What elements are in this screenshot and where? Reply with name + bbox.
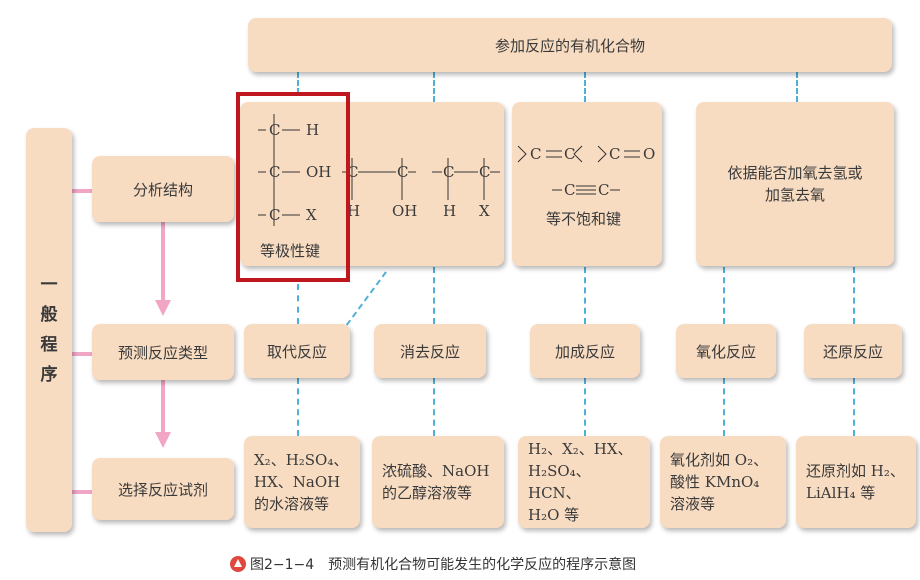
structure-box-polar: C C C H OH X 等极性键 C C C C H OH H X [240, 102, 504, 266]
carbon-atom: C [347, 163, 359, 181]
pair1-oh: OH [392, 202, 418, 220]
reagent-line: 浓硫酸、NaOH [382, 462, 490, 480]
carbon-atom: C [564, 181, 576, 199]
structure-box-unsaturated: C C C O C C 等不饱和键 [512, 102, 662, 266]
triangle-badge-icon [230, 556, 246, 572]
dashed-diagonal [345, 271, 387, 327]
unsaturated-bond-label: 等不饱和键 [546, 210, 622, 228]
side-char: 序 [40, 365, 58, 385]
reagent-substitution: X₂、H₂SO₄、 HX、NaOH 的水溶液等 [244, 436, 360, 528]
reagent-line: 溶液等 [670, 495, 716, 513]
dashed-connector [584, 378, 586, 436]
polar-bond-diagram [258, 114, 500, 226]
side-char: 般 [40, 305, 58, 325]
unsaturated-bond-diagram [517, 145, 640, 195]
dashed-connector [723, 267, 725, 324]
pair1-h: H [347, 202, 361, 220]
reaction-oxidation: 氧化反应 [676, 324, 776, 378]
reaction-label: 消去反应 [399, 342, 460, 361]
reagent-line: HX、NaOH [254, 473, 341, 491]
bond-group-x: X [306, 206, 317, 224]
reagent-line: H₂、X₂、HX、 [528, 440, 633, 458]
dashed-connector [796, 72, 798, 102]
reaction-label: 取代反应 [266, 342, 327, 361]
connector-line [161, 380, 165, 434]
carbon-atom: C [479, 163, 491, 181]
polar-bond-label: 等极性键 [260, 242, 321, 260]
carbon-atom: C [397, 163, 409, 181]
carbon-atom: C [269, 206, 281, 224]
dashed-connector [853, 267, 855, 324]
step-label: 分析结构 [132, 180, 193, 199]
connector-line [70, 189, 94, 193]
dashed-connector [584, 72, 586, 102]
dashed-connector [853, 378, 855, 436]
step-predict-reaction: 预测反应类型 [92, 324, 234, 380]
redox-label: 依据能否加氧去氢或加氢去氧 [727, 164, 863, 204]
carbon-atom: C [269, 121, 281, 139]
step-analyze-structure: 分析结构 [92, 156, 234, 222]
side-char: 一 [40, 275, 58, 295]
dashed-connector [297, 284, 299, 324]
reaction-label: 加成反应 [554, 342, 615, 361]
figure-caption: 图2−1−4 预测有机化合物可能发生的化学反应的程序示意图 [230, 554, 636, 574]
reaction-substitution: 取代反应 [244, 324, 350, 378]
bond-group-oh: OH [306, 163, 332, 181]
reagent-line: H₂O 等 [528, 506, 580, 524]
carbon-atom: C [530, 145, 542, 163]
reagent-addition: H₂、X₂、HX、 H₂SO₄、HCN、 H₂O 等 [518, 436, 650, 528]
reagent-line: 酸性 KMnO₄ [670, 473, 760, 491]
reaction-reduction: 还原反应 [804, 324, 902, 378]
carbon-atom: C [609, 145, 621, 163]
pair2-x: X [479, 202, 490, 220]
dashed-connector [433, 72, 435, 102]
connector-line [161, 222, 165, 302]
reaction-label: 还原反应 [822, 342, 883, 361]
reagent-line: 还原剂如 H₂、 [806, 462, 905, 480]
carbon-atom: C [443, 163, 455, 181]
down-arrow-icon [155, 300, 171, 316]
pair2-h: H [443, 202, 457, 220]
reagent-line: 的乙醇溶液等 [382, 484, 473, 502]
caption-text: 图2−1−4 预测有机化合物可能发生的化学反应的程序示意图 [250, 557, 637, 573]
reaction-label: 氧化反应 [695, 342, 756, 361]
step-select-reagent: 选择反应试剂 [92, 458, 234, 520]
connector-line [70, 490, 94, 494]
structure-box-redox: 依据能否加氧去氢或加氢去氧 [696, 102, 894, 266]
side-char: 程 [40, 335, 58, 355]
dashed-connector [433, 378, 435, 436]
connector-line [70, 352, 94, 356]
oxygen-atom: O [643, 145, 656, 163]
reaction-addition: 加成反应 [530, 324, 640, 378]
bond-group-h: H [306, 121, 320, 139]
step-label: 选择反应试剂 [117, 480, 208, 499]
dashed-connector [297, 378, 299, 436]
reagent-elimination: 浓硫酸、NaOH 的乙醇溶液等 [372, 436, 504, 528]
carbon-atom: C [269, 163, 281, 181]
dashed-connector [584, 267, 586, 324]
carbon-atom: C [598, 181, 610, 199]
step-label: 预测反应类型 [117, 343, 208, 362]
reagent-reduction: 还原剂如 H₂、 LiAlH₄ 等 [796, 436, 916, 528]
general-procedure-box: 一 般 程 序 [26, 128, 72, 532]
dashed-connector [723, 378, 725, 436]
carbon-atom: C [564, 145, 576, 163]
dashed-connector [433, 267, 435, 324]
down-arrow-icon [155, 432, 171, 448]
reagent-line: X₂、H₂SO₄、 [254, 451, 349, 469]
reagent-line: LiAlH₄ 等 [806, 484, 876, 502]
reagent-line: H₂SO₄、HCN、 [528, 462, 591, 502]
dashed-connector [297, 72, 299, 94]
top-compound-box: 参加反应的有机化合物 [248, 18, 892, 72]
reaction-elimination: 消去反应 [374, 324, 486, 378]
reagent-line: 的水溶液等 [254, 495, 330, 513]
top-label: 参加反应的有机化合物 [494, 36, 645, 55]
reagent-line: 氧化剂如 O₂、 [670, 451, 769, 469]
highlight-frame [236, 92, 350, 282]
reagent-oxidation: 氧化剂如 O₂、 酸性 KMnO₄ 溶液等 [660, 436, 786, 528]
